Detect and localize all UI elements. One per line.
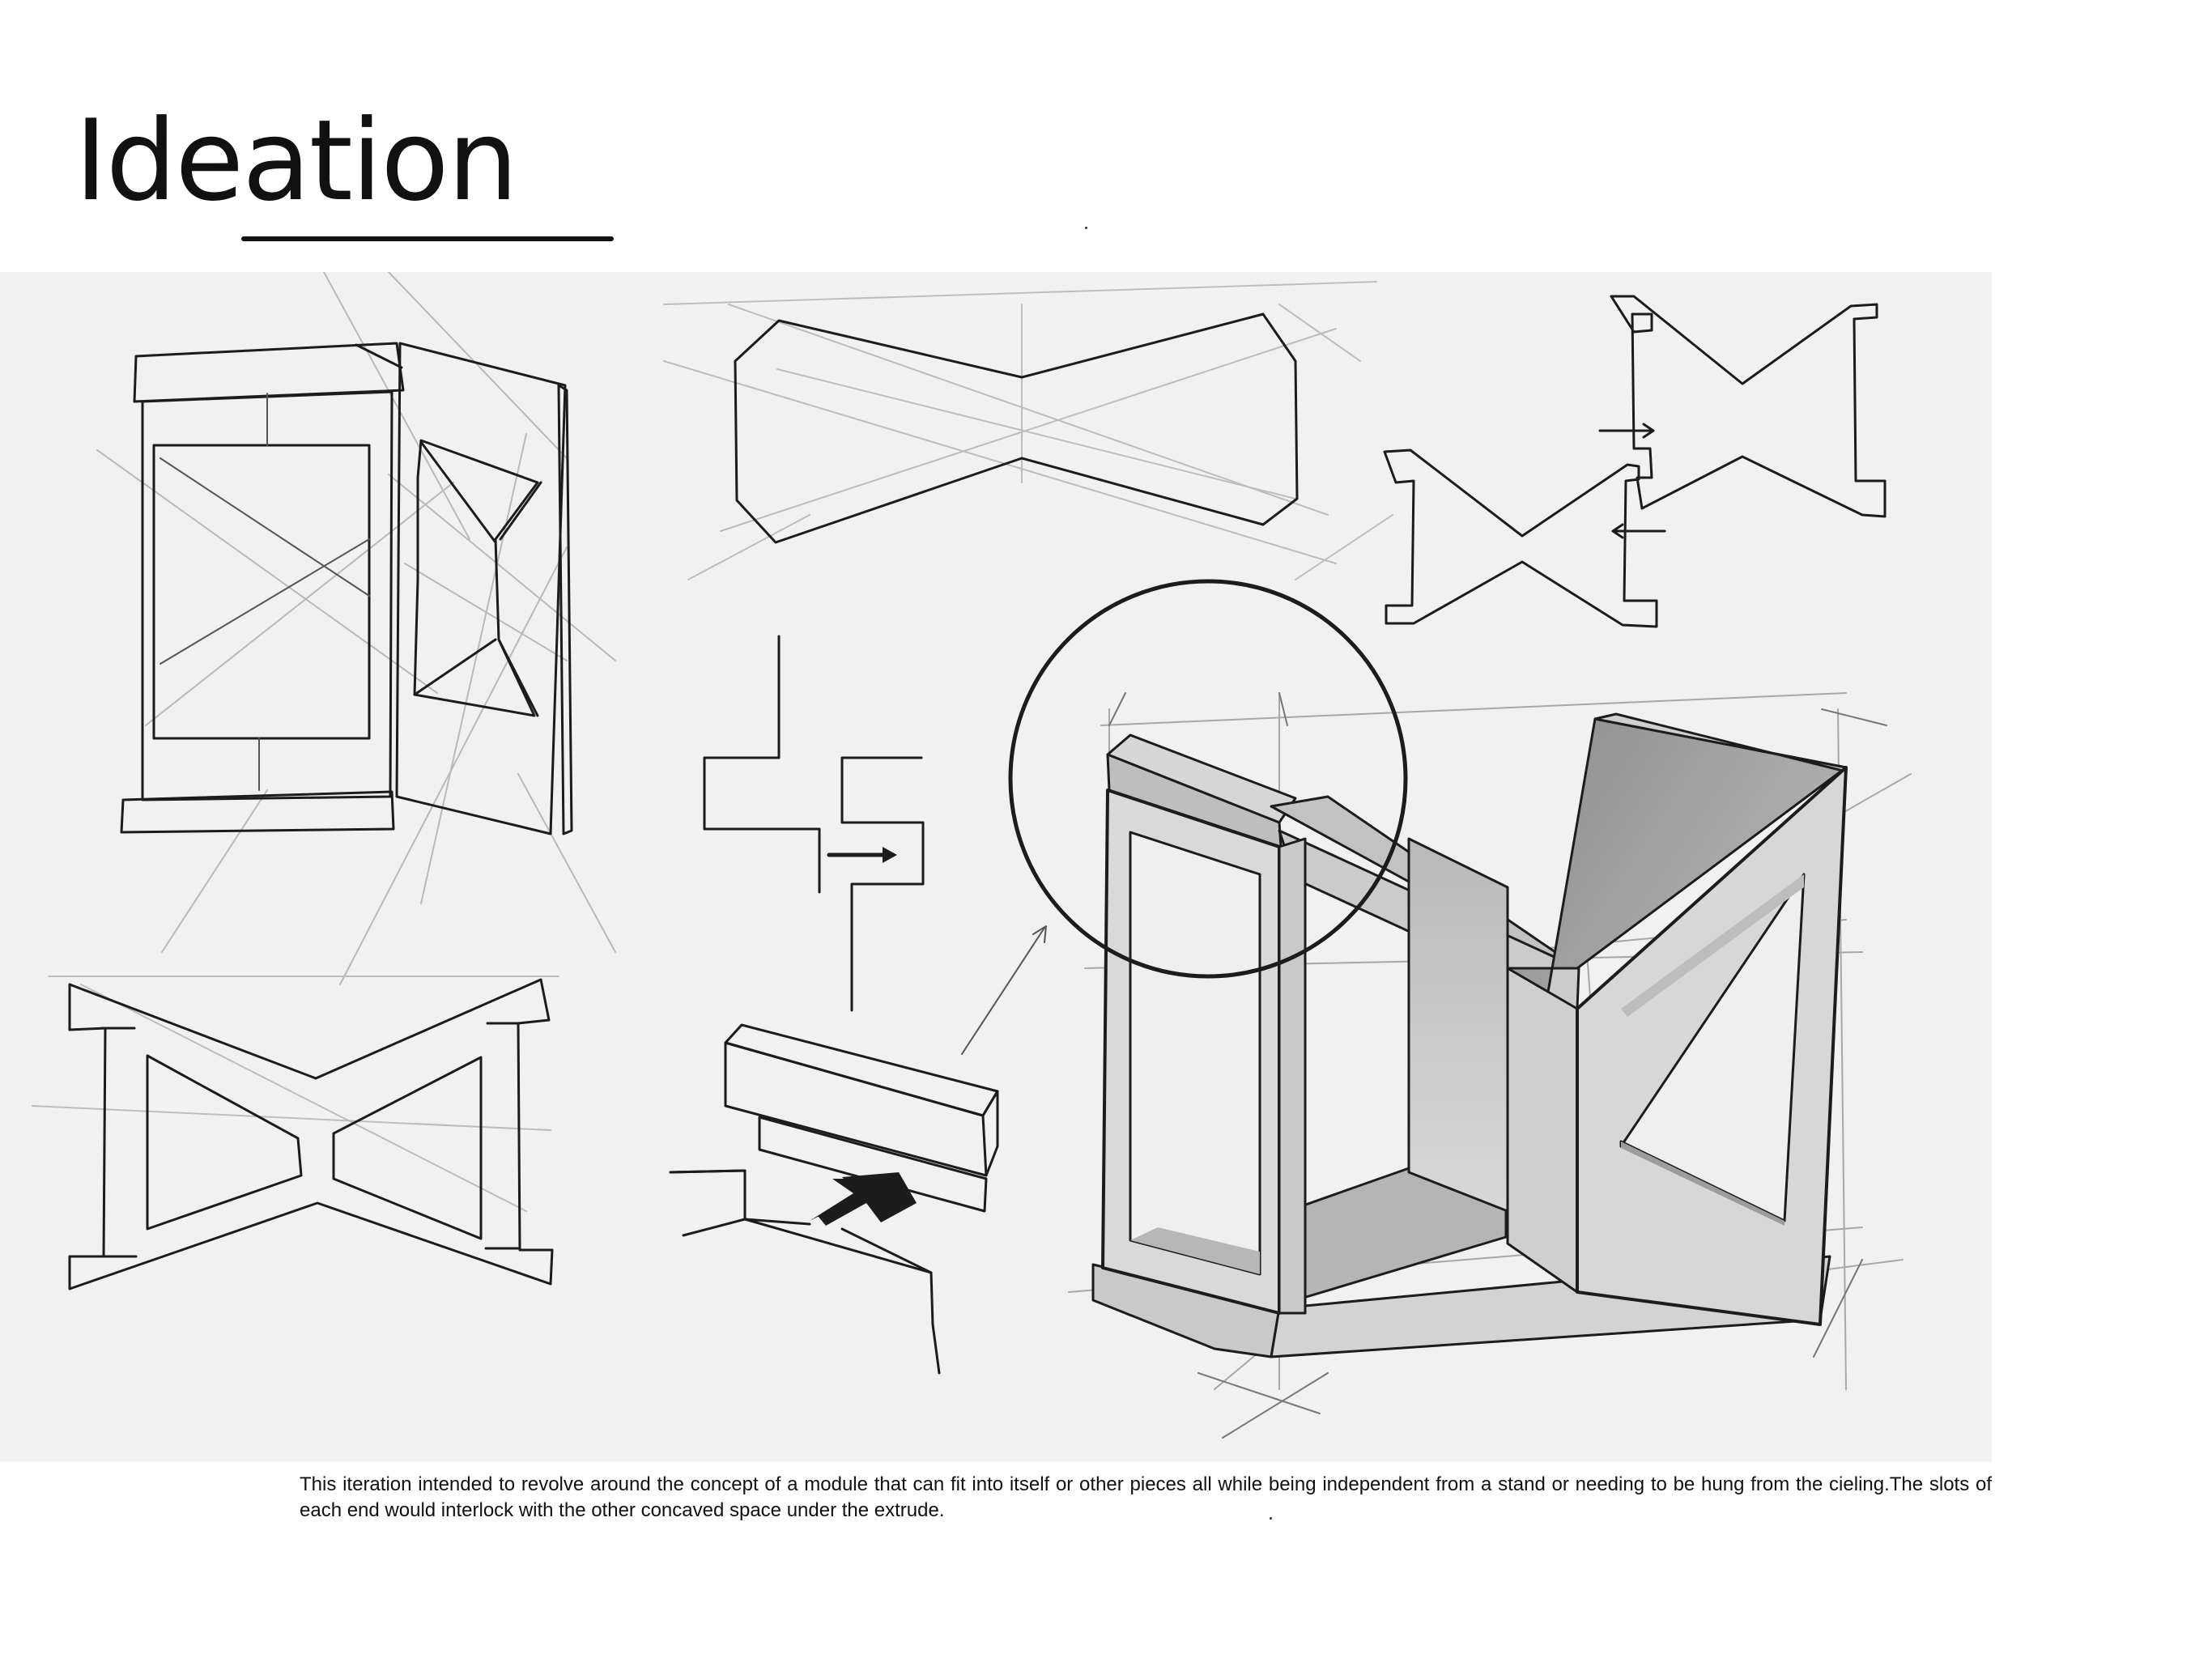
title-underline: [241, 236, 614, 241]
sketch-panel: [0, 272, 1992, 1462]
interlocking-profiles-sketch: [1383, 295, 1887, 628]
i-frame-profile-sketch: [32, 976, 559, 1290]
bowtie-profile-sketch: [663, 281, 1393, 580]
extrude-insert-sketch: [669, 925, 1047, 1375]
page-title: Ideation: [74, 96, 518, 226]
shaded-module-render: [1008, 579, 1912, 1439]
stray-mark: [1085, 227, 1087, 229]
slot-detail-sketch: [703, 635, 925, 1012]
description-caption: This iteration intended to revolve aroun…: [300, 1473, 1992, 1521]
stray-mark: [1270, 1517, 1272, 1520]
module-perspective-sketch: [96, 272, 616, 985]
